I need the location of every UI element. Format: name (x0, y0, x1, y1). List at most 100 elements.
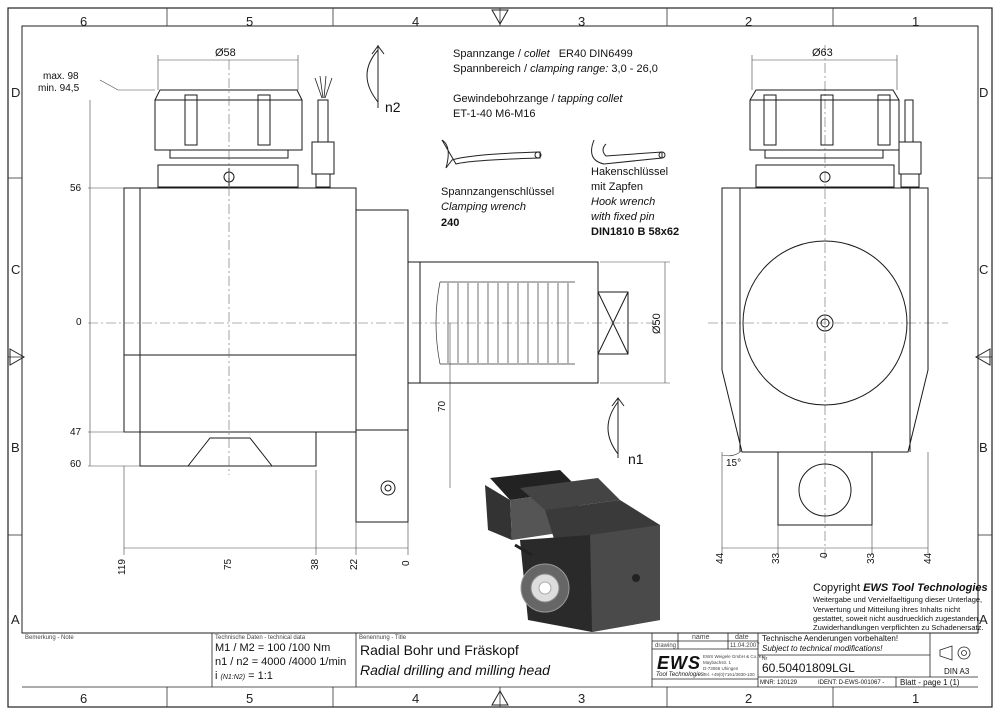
note-tapping-en: tapping collet (557, 93, 623, 105)
zone-col-5-bottom: 5 (246, 691, 254, 706)
rotation-symbols (366, 45, 625, 458)
zone-col-6: 6 (80, 14, 88, 29)
changes-german: Technische Aenderungen vorbehalten! (762, 634, 899, 643)
sheet-number: Blatt - page 1 (1) (900, 678, 960, 687)
dim-collet-dia: Ø58 (215, 47, 236, 59)
center-lines (88, 45, 948, 560)
note-hook-de1: Hakenschlüssel (591, 166, 669, 178)
company-line-2: Maybachstr. 1 (703, 660, 732, 665)
title-block-grid (22, 632, 978, 688)
ews-logo: EWS (657, 653, 702, 673)
zone-row-c: C (11, 262, 21, 277)
zone-col-6-bottom: 6 (80, 691, 88, 706)
product-render (485, 470, 660, 632)
dim-y-0: 0 (76, 317, 82, 328)
company-line-4: Tel. +49(0)7161/3930-100 (703, 672, 755, 677)
dim-x-119: 119 (117, 559, 128, 575)
dim-max: max. 98 (43, 71, 79, 82)
dim-side-44-left: 44 (715, 552, 726, 564)
zone-col-5: 5 (246, 14, 254, 29)
side-view (721, 89, 929, 526)
dim-angle: 15° (726, 458, 742, 469)
note-range-value: 3,0 - 26,0 (611, 63, 658, 75)
copyright-line-1: Weitergabe und Vervielfaeltigung dieser … (813, 595, 983, 604)
note-collet-en: collet (523, 48, 550, 60)
tech-ratio-value: = 1:1 (248, 670, 273, 682)
company-line-1: EWS Weigele GmbH & Co. KG (703, 654, 766, 659)
note-tapping-de: Gewindebohrzange / (453, 93, 555, 105)
center-mark-bottom (491, 689, 509, 706)
zone-row-b: B (11, 440, 20, 455)
front-view (123, 89, 629, 523)
tech-ratio: i (N1:N2) = 1:1 (215, 671, 273, 682)
zone-col-1-bottom: 1 (912, 691, 920, 706)
ident: IDENT: D-EWS-001067 - (818, 680, 885, 686)
center-mark-top (491, 9, 509, 26)
wrench-drawings (441, 139, 666, 169)
note-tapping-spec: ET-1-40 M6-M16 (453, 108, 536, 120)
zone-row-a-right: A (979, 612, 988, 627)
zone-row-c-right: C (979, 262, 989, 277)
note-tapping: Gewindebohrzange / tapping collet (453, 94, 622, 105)
nr-label: Nr (762, 656, 768, 662)
zone-col-2: 2 (745, 14, 753, 29)
dim-min: min. 94,5 (38, 83, 80, 94)
zone-row-d: D (11, 85, 21, 100)
copyright-line-3: gestattet, soweit nicht ausdruecklich zu… (813, 614, 981, 623)
tech-speed: n1 / n2 = 4000 /4000 1/min (215, 656, 347, 668)
copyright-line-2: Verwertung und Mitteilung ihres Inhalts … (813, 605, 961, 614)
changes-english: Subject to technical modifications! (762, 644, 883, 653)
part-number: 60.50401809LGL (762, 661, 855, 675)
center-mark-left (9, 348, 26, 366)
center-mark-right (974, 348, 991, 366)
dim-side-33-right: 33 (866, 552, 877, 564)
dim-y-56: 56 (70, 183, 82, 194)
dim-x-0: 0 (401, 560, 412, 566)
rotation-n2-label: n2 (385, 99, 401, 115)
title-german: Radial Bohr und Fräskopf (360, 642, 519, 658)
dim-side-44-right: 44 (923, 552, 934, 564)
sheet-format: DIN A3 (944, 667, 970, 676)
zone-row-a: A (11, 612, 20, 627)
note-collet: Spannzange / collet ER40 DIN6499 (453, 49, 633, 60)
zone-col-1: 1 (912, 14, 920, 29)
zone-col-3: 3 (578, 14, 586, 29)
zone-row-d-right: D (979, 85, 989, 100)
note-collet-spec: ER40 DIN6499 (558, 48, 633, 60)
company-line-3: D-73066 Uhingen (703, 666, 739, 671)
side-dimensions (721, 55, 929, 555)
note-wrench-size: 240 (441, 217, 460, 229)
zone-col-3-bottom: 3 (578, 691, 586, 706)
row-drawing-label: drawing (655, 643, 677, 649)
dim-x-22: 22 (349, 558, 360, 570)
tech-data-label: Technische Daten - technical data (215, 635, 306, 641)
dim-x-38: 38 (310, 558, 321, 570)
note-collet-de: Spannzange / (453, 48, 521, 60)
drawing-date: 11.04.2007 (730, 643, 760, 649)
dim-70: 70 (437, 400, 448, 412)
title-english: Radial drilling and milling head (360, 662, 550, 678)
note-hook-de2: mit Zapfen (591, 181, 643, 193)
dim-shank-dia: Ø50 (651, 313, 663, 334)
copyright-heading: Copyright EWS Tool Technologies (813, 583, 988, 594)
note-range: Spannbereich / clamping range: 3,0 - 26,… (453, 64, 658, 75)
dim-y-47: 47 (70, 427, 82, 438)
title-label: Benennung - Title (359, 635, 407, 641)
note-hook-en1: Hook wrench (591, 196, 656, 208)
dim-side-0: 0 (819, 552, 830, 558)
dim-x-75: 75 (223, 558, 234, 570)
note-wrench-de: Spannzangenschlüssel (441, 186, 555, 198)
note-wrench-en: Clamping wrench (441, 201, 526, 213)
rotation-n1-label: n1 (628, 451, 644, 467)
copyright-brand: EWS Tool Technologies (863, 582, 988, 594)
copyright-line-4: Zuwiderhandlungen verpflichten zu Schade… (813, 623, 984, 632)
dim-side-dia: Ø63 (812, 47, 833, 59)
tech-ratio-sub: (N1:N2) (220, 674, 246, 681)
tech-ratio-prefix: i (215, 670, 218, 682)
col-name-header: name (692, 634, 710, 641)
note-hook-spec: DIN1810 B 58x62 (591, 226, 680, 238)
tech-torque: M1 / M2 = 100 /100 Nm (215, 642, 331, 654)
remarks-label: Bemerkung - Note (25, 635, 74, 641)
